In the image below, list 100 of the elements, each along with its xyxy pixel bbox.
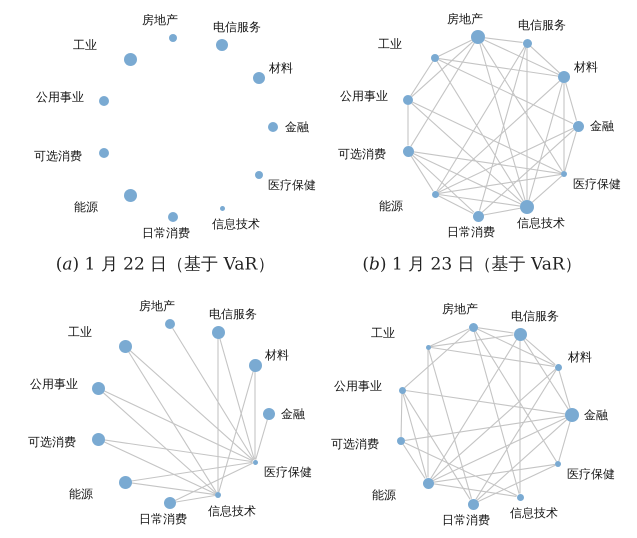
edge-line (404, 416, 566, 441)
edge-line (175, 462, 253, 501)
edge-line (410, 42, 475, 147)
node-label: 公用事业 (334, 380, 382, 392)
node-label: 日常消费 (442, 514, 490, 526)
edge-line (438, 128, 574, 193)
node-label: 信息技术 (517, 217, 565, 229)
node-label: 房地产 (447, 13, 483, 25)
edge-line (558, 422, 571, 462)
node-label: 日常消费 (142, 227, 190, 239)
edge-line (476, 328, 556, 366)
node-label: 金融 (584, 409, 608, 421)
edge-line (484, 37, 523, 43)
node-label: 金融 (281, 408, 305, 420)
node-label: 电信服务 (213, 21, 261, 33)
edge-line (402, 444, 426, 479)
edge-line (481, 42, 563, 172)
edge-line (404, 330, 470, 388)
edge-line (176, 494, 216, 503)
node-label: 材料 (269, 62, 293, 74)
edge-line (411, 102, 522, 203)
node-label: 电信服务 (511, 310, 559, 322)
edge-line (410, 155, 434, 192)
edge-line (438, 58, 558, 77)
edge-line (437, 80, 560, 192)
edge-line (474, 330, 557, 462)
edge-line (413, 151, 562, 174)
edge-line (478, 464, 556, 502)
edge-line (433, 483, 517, 498)
edge-line (428, 349, 472, 499)
edge-line (131, 482, 216, 496)
edge-line (438, 174, 562, 194)
edge-line (483, 208, 520, 216)
node-label: 日常消费 (139, 513, 187, 525)
node-label: 房地产 (139, 300, 175, 312)
node-label: 信息技术 (208, 505, 256, 517)
node-label: 可选消费 (338, 148, 386, 160)
edge-line (563, 83, 565, 171)
node-label: 能源 (74, 201, 98, 213)
node-label: 工业 (73, 39, 97, 51)
edge-line (104, 441, 216, 494)
node-label: 日常消费 (447, 226, 495, 238)
edge-line (402, 393, 428, 478)
edge-line (427, 350, 429, 478)
edge-line (436, 61, 524, 202)
node-label: 材料 (568, 351, 592, 363)
node-label: 公用事业 (36, 91, 84, 103)
edge-line (412, 154, 474, 213)
node-label: 可选消费 (331, 438, 379, 450)
node-label: 能源 (69, 488, 93, 500)
edge-line (102, 392, 216, 494)
edge-line (484, 39, 559, 75)
edge-line (430, 334, 514, 348)
edge-line (523, 339, 569, 410)
node-label: 金融 (285, 121, 309, 133)
edge-line (433, 464, 556, 483)
node-label: 公用事业 (30, 378, 78, 390)
edge-line (558, 370, 571, 408)
edge-line (400, 394, 402, 437)
edge-line (404, 442, 518, 496)
node-label: 信息技术 (212, 218, 260, 230)
edge-line (532, 176, 562, 203)
edge-line (475, 370, 557, 500)
edge-line (104, 390, 253, 462)
node-label: 房地产 (442, 303, 478, 315)
node-label: 信息技术 (510, 507, 558, 519)
node-label: 材料 (574, 61, 598, 73)
node-label: 工业 (68, 326, 92, 338)
node-label: 医疗保健 (573, 178, 621, 190)
edge-line (218, 371, 254, 492)
edge-line (474, 331, 520, 494)
node-label: 电信服务 (518, 19, 566, 31)
edge-line (432, 418, 566, 482)
edge-line (254, 372, 256, 460)
node-label: 公用事业 (340, 90, 388, 102)
edge-line (528, 82, 563, 200)
edge-line (412, 152, 521, 205)
edge-line (476, 419, 568, 501)
node-label: 房地产 (142, 14, 178, 26)
node-label: 医疗保健 (264, 466, 312, 478)
node-label: 工业 (371, 327, 395, 339)
node-label: 能源 (372, 489, 396, 501)
edge-line (477, 327, 514, 334)
edge-line (129, 350, 254, 461)
edge-line (104, 439, 253, 462)
edge-line (526, 48, 528, 200)
caption: (b) 1 月 23 日（基于 VaR） (362, 256, 582, 274)
edge-line (219, 338, 255, 460)
edge-line (255, 420, 268, 460)
edge-line (564, 131, 577, 172)
node-label: 可选消费 (34, 150, 82, 162)
node-label: 可选消费 (28, 436, 76, 448)
edge-line (412, 102, 562, 174)
edge-line (430, 339, 518, 479)
edge-line (403, 392, 471, 500)
edge-line (405, 390, 566, 415)
node-label: 金融 (590, 120, 614, 132)
edge-line (407, 105, 409, 146)
edge-line (519, 340, 521, 494)
caption: (a) 1 月 22 日（基于 VaR） (56, 256, 274, 274)
